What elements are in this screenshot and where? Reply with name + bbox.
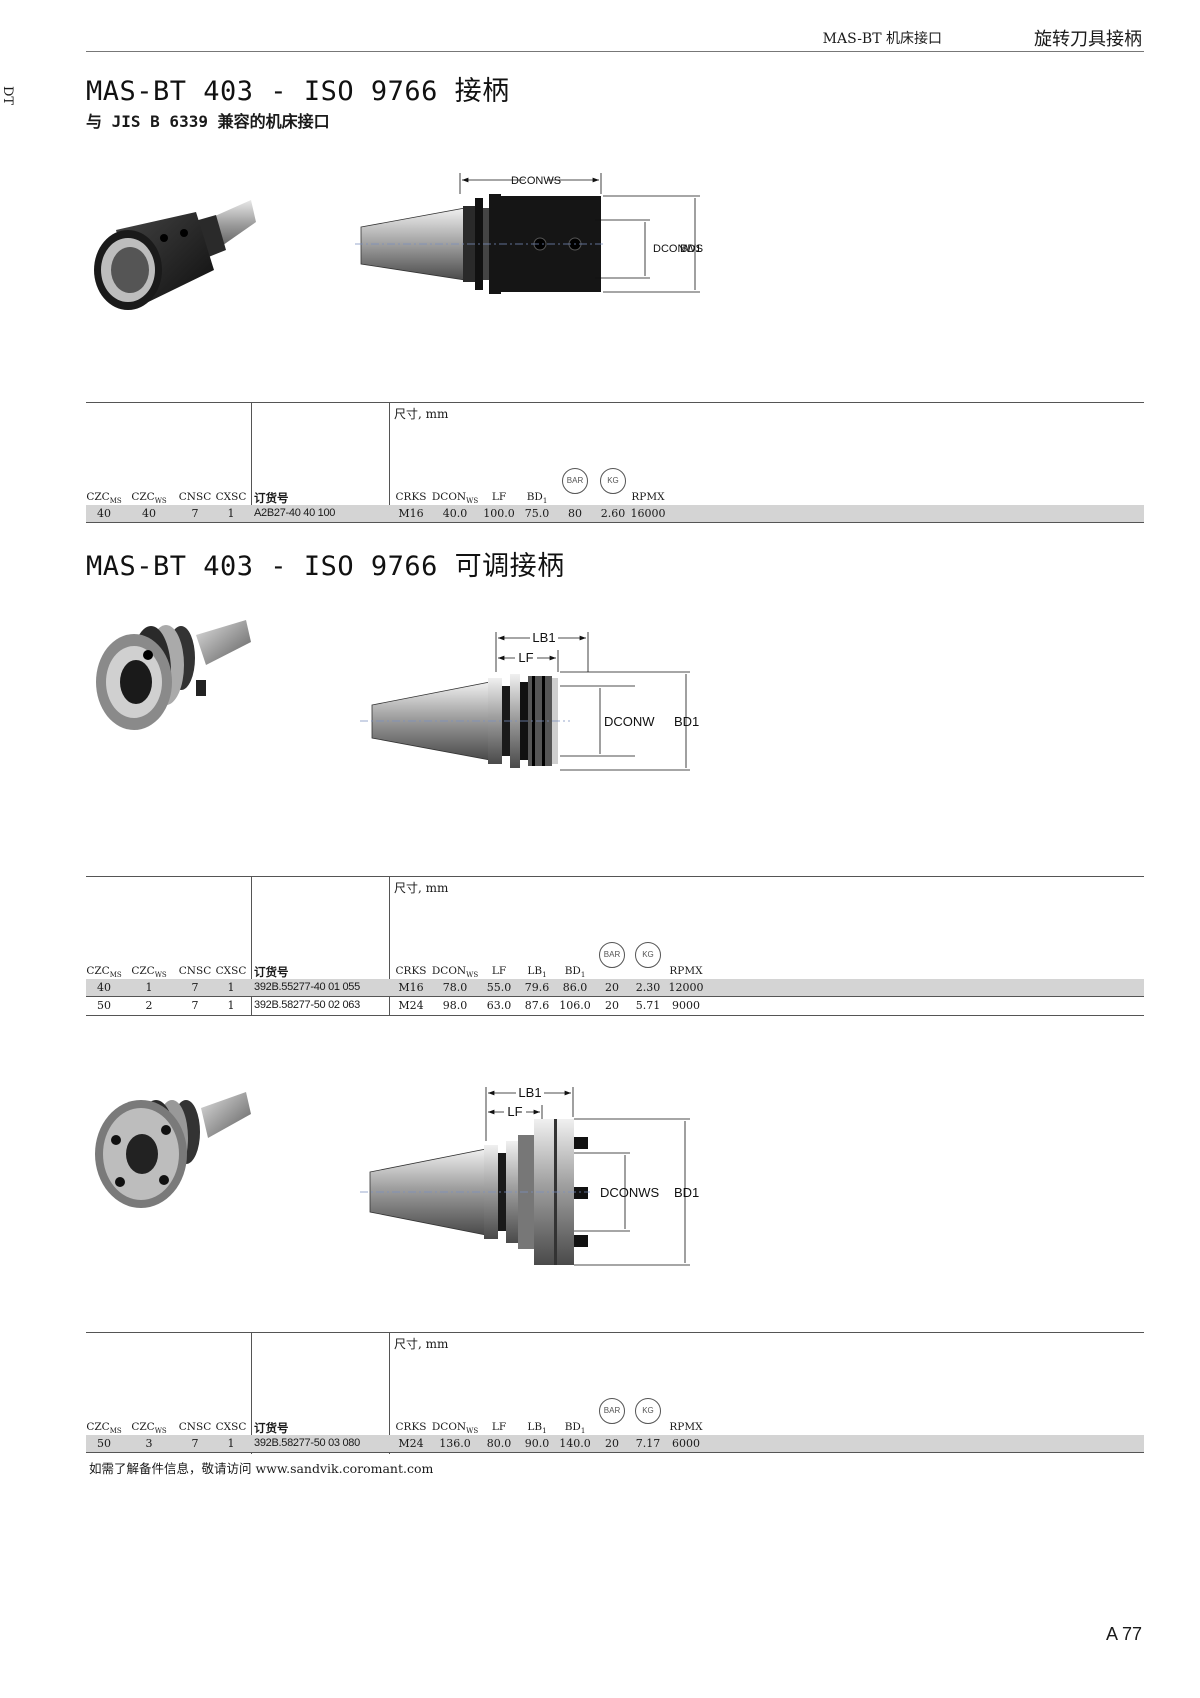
col-dconws: DCONWS	[431, 965, 479, 980]
col-czcws: CZCWS	[131, 965, 167, 980]
dim-label-lf-1: DCONWS	[511, 175, 561, 187]
edge-tab-mark: DT	[0, 85, 16, 106]
col-cnsc: CNSC	[178, 965, 212, 977]
col-lf: LF	[491, 491, 507, 503]
col-lf: LF	[491, 1421, 507, 1433]
dim-label-dconws-1: DCONWS	[653, 243, 703, 255]
product-photo-holder-2	[96, 620, 251, 730]
page-number: A 77	[1105, 1624, 1142, 1644]
spec-table-3: 尺寸, mm BAR KG CZCMS CZCWS CNSC CXSC 订货号 …	[86, 1332, 1144, 1454]
order-number-link[interactable]: A2B27-40 40 100	[254, 507, 336, 519]
bar-icon: BAR	[599, 1398, 625, 1424]
col-crks: CRKS	[395, 491, 427, 503]
header-chapter: 旋转刀具接柄	[1034, 29, 1142, 50]
section2-title: MAS-BT 403 - ISO 9766 可调接柄	[86, 551, 565, 582]
col-cnsc: CNSC	[178, 1421, 212, 1433]
spec-table-1: 尺寸, mm BAR KG CZCMS CZCWS CNSC CXSC 订货号 …	[86, 402, 1144, 523]
product-photo-holder-3	[95, 1092, 251, 1208]
technical-drawing-3: LB1 LF DCONWS BD1	[360, 1085, 699, 1266]
col-rpmx: RPMX	[669, 1421, 703, 1433]
col-dconws: DCONWS	[431, 491, 479, 506]
table-row: 40 1 7 1 392B.55277-40 01 055 M16 78.0 5…	[86, 979, 1144, 996]
spec-table-2: 尺寸, mm BAR KG CZCMS CZCWS CNSC CXSC 订货号 …	[86, 876, 1144, 1016]
col-order-number: 订货号	[254, 967, 289, 979]
kg-icon: KG	[600, 468, 626, 494]
dims-unit-label: 尺寸, mm	[394, 881, 449, 895]
header-divider	[86, 51, 1144, 52]
kg-icon: KG	[635, 1398, 661, 1424]
product-photo-holder-1	[94, 200, 256, 310]
col-bd1: BD1	[526, 491, 548, 506]
order-number-link[interactable]: 392B.58277-50 03 080	[254, 1437, 360, 1449]
col-czcms: CZCMS	[86, 491, 122, 506]
bar-icon: BAR	[599, 942, 625, 968]
col-czcms: CZCMS	[86, 965, 122, 980]
table-row: 40 40 7 1 A2B27-40 40 100 M16 40.0 100.0…	[86, 505, 1144, 522]
dim-label-bd1-2: BD1	[674, 714, 699, 729]
dim-label-bd1-1: BD1	[680, 243, 701, 255]
dims-unit-label: 尺寸, mm	[394, 407, 449, 421]
col-cxsc: CXSC	[215, 491, 247, 503]
col-order-number: 订货号	[254, 1423, 289, 1435]
col-czcms: CZCMS	[86, 1421, 122, 1436]
col-lb1: LB1	[527, 965, 547, 980]
technical-drawing-1: DCONWS DCONWS BD1	[355, 172, 703, 294]
header-category: MAS-BT 机床接口	[822, 31, 942, 47]
col-lb1: LB1	[527, 1421, 547, 1436]
table-row: 50 3 7 1 392B.58277-50 03 080 M24 136.0 …	[86, 1435, 1144, 1452]
dim-label-lb1-2: LB1	[532, 630, 555, 645]
dim-label-bd1-3: BD1	[674, 1185, 699, 1200]
dim-label-lb1-3: LB1	[518, 1085, 541, 1100]
col-czcws: CZCWS	[131, 491, 167, 506]
section1-title: MAS-BT 403 - ISO 9766 接柄	[86, 76, 510, 107]
col-order-number: 订货号	[254, 493, 289, 505]
col-cnsc: CNSC	[178, 491, 212, 503]
technical-drawing-2: LB1 LF DCONW BD1	[360, 630, 699, 771]
order-number-link[interactable]: 392B.55277-40 01 055	[254, 981, 360, 993]
kg-icon: KG	[635, 942, 661, 968]
dim-label-dconw-2: DCONW	[604, 714, 655, 729]
dim-label-lf-3: LF	[507, 1104, 522, 1119]
col-dconws: DCONWS	[431, 1421, 479, 1436]
table-row: 50 2 7 1 392B.58277-50 02 063 M24 98.0 6…	[97, 999, 700, 1012]
dim-label-dconws-3: DCONWS	[600, 1185, 660, 1200]
col-cxsc: CXSC	[215, 1421, 247, 1433]
col-bd1: BD1	[564, 965, 586, 980]
col-cxsc: CXSC	[215, 965, 247, 977]
spare-parts-footnote: 如需了解备件信息，敬请访问 www.sandvik.coromant.com	[89, 1461, 434, 1476]
col-crks: CRKS	[395, 965, 427, 977]
col-rpmx: RPMX	[631, 491, 665, 503]
section1-subtitle: 与 JIS B 6339 兼容的机床接口	[86, 112, 330, 131]
col-bd1: BD1	[564, 1421, 586, 1436]
dim-label-lf-2: LF	[518, 650, 533, 665]
bar-icon: BAR	[562, 468, 588, 494]
col-czcws: CZCWS	[131, 1421, 167, 1436]
col-lf: LF	[491, 965, 507, 977]
dims-unit-label: 尺寸, mm	[394, 1337, 449, 1351]
order-number-link[interactable]: 392B.58277-50 02 063	[254, 999, 360, 1011]
col-rpmx: RPMX	[669, 965, 703, 977]
col-crks: CRKS	[395, 1421, 427, 1433]
